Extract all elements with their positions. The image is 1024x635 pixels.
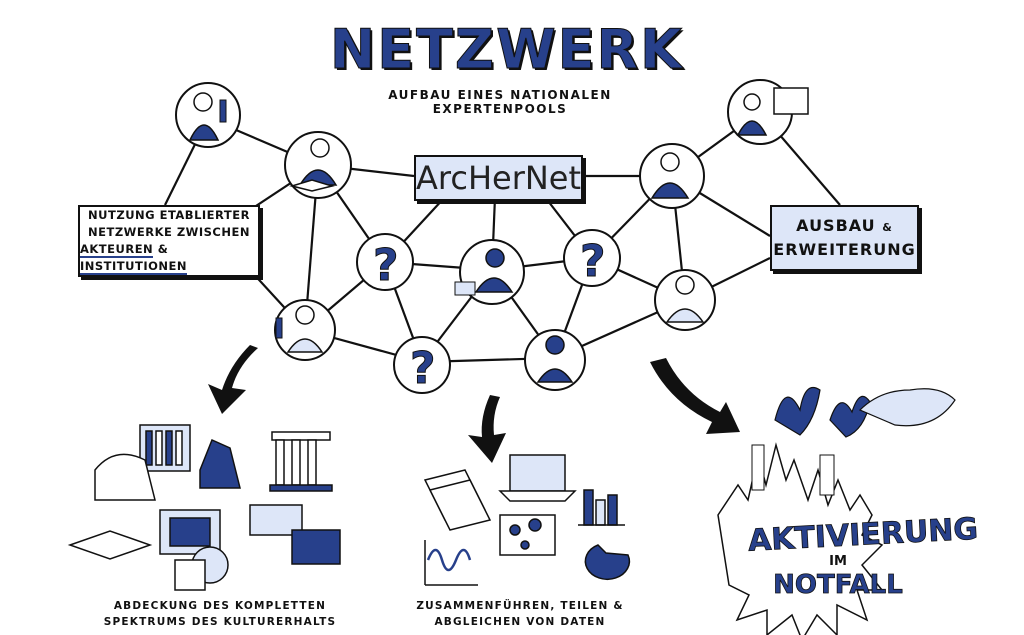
node-scientist-flask (274, 299, 336, 361)
caption-left-line-1: ABDECKUNG DES KOMPLETTEN (113, 600, 327, 612)
question-mark-icon: ? (410, 343, 436, 394)
caption-data-sharing: ZUSAMMENFÜHREN, TEILEN & ABGLEICHEN VON … (410, 598, 630, 630)
node-reader-book (284, 131, 352, 199)
left-box-actors: AKTEUREN (80, 242, 154, 258)
question-mark-icon: ? (373, 240, 399, 291)
emergency-line-3: NOTFALL (773, 570, 903, 601)
node-woman-phone (524, 329, 586, 391)
left-box-institutions: INSTITUTIONEN (80, 259, 187, 275)
emergency-activation-label: AKTIVIERUNG IM NOTFALL (747, 511, 979, 601)
node-researcher-microscope (175, 82, 241, 148)
left-box-line-1: NUTZUNG ETABLIERTER (88, 208, 250, 222)
left-box-line-3: AKTEUREN & INSTITUTIONEN (80, 241, 258, 275)
node-presenter-board (727, 79, 809, 145)
right-box-line-2: ERWEITERUNG (773, 240, 916, 259)
emergency-line-1: AKTIVIERUNG (747, 511, 979, 559)
arrow-down-left-icon (208, 345, 258, 414)
archernet-label: ArcHerNet (414, 155, 583, 201)
node-question-1 (356, 233, 414, 291)
node-laptop-person (454, 239, 525, 305)
node-question-3 (393, 336, 451, 394)
left-box-amp: & (157, 242, 169, 256)
caption-middle-line-1: ZUSAMMENFÜHREN, TEILEN & (416, 600, 624, 612)
arrows (208, 345, 740, 463)
network-links (164, 111, 841, 364)
caption-middle-line-2: ABGLEICHEN VON DATEN (434, 616, 606, 628)
emergency-illustration (717, 386, 956, 635)
right-box-line-1: AUSBAU & (796, 215, 893, 239)
right-box-amp: & (882, 221, 893, 234)
node-man-plaid (654, 269, 716, 331)
caption-left-line-2: SPEKTRUMS DES KULTURERHALTS (103, 616, 337, 628)
node-question-2 (563, 229, 621, 287)
caption-cultural-heritage: ABDECKUNG DES KOMPLETTEN SPEKTRUMS DES K… (100, 598, 340, 630)
data-sharing-illustration (423, 454, 631, 586)
node-thinker-suit (639, 143, 705, 209)
expansion-box: AUSBAU & ERWEITERUNG (770, 205, 919, 271)
established-networks-box: NUTZUNG ETABLIERTER NETZWERKE ZWISCHEN A… (78, 205, 260, 277)
right-box-ausbau: AUSBAU (796, 216, 876, 235)
left-box-line-2: NETZWERKE ZWISCHEN (88, 225, 250, 239)
emergency-line-2: IM (829, 554, 847, 569)
cultural-heritage-illustration (67, 424, 341, 591)
page-subtitle: AUFBAU EINES NATIONALEN EXPERTENPOOLS (388, 88, 612, 116)
arrow-down-middle-icon (468, 395, 506, 463)
page-title: NETZWERK (330, 18, 684, 82)
arrow-down-right-icon (650, 358, 740, 434)
question-mark-icon: ? (580, 236, 606, 287)
